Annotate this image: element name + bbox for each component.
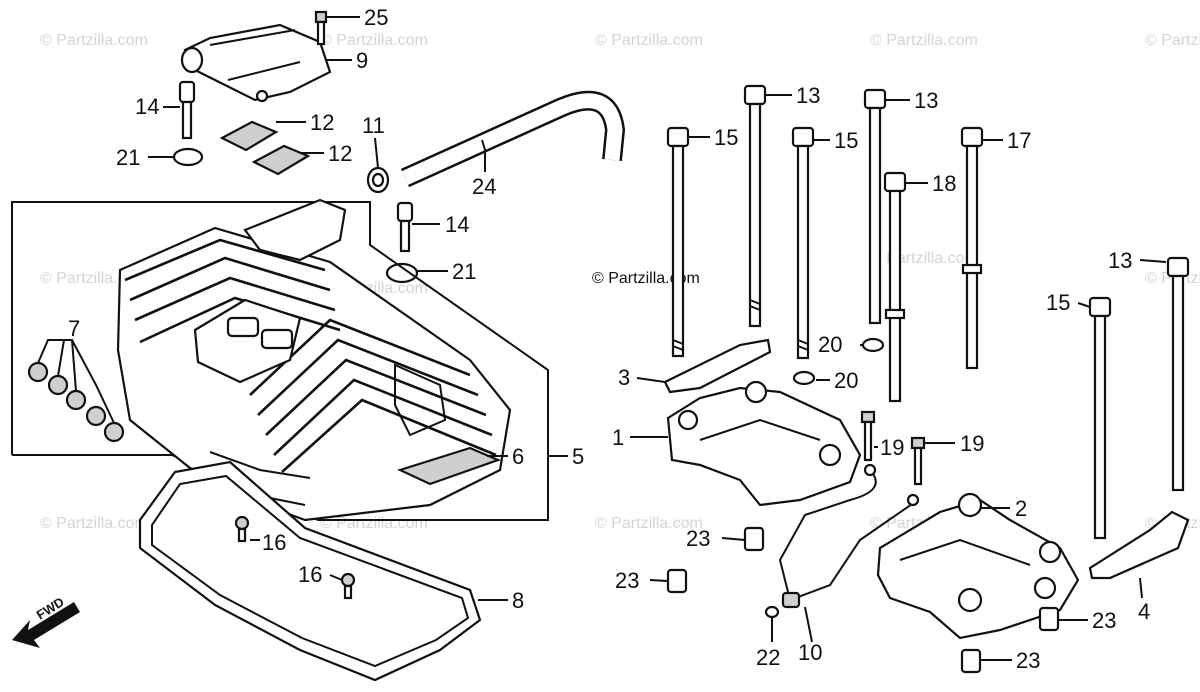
callout-7: 7 [68,316,80,341]
callout-25: 25 [364,5,388,30]
callout-24: 24 [472,174,496,199]
callout-17: 17 [1007,128,1031,153]
bolt-19-right-part [910,436,926,486]
watermark-text: © Partzilla.com [870,32,978,49]
callout-23: 23 [1092,608,1116,633]
grommet-21-lower-part [385,262,419,284]
grommet-21-part [172,147,204,167]
callout-12: 12 [328,141,352,166]
callout-15: 15 [834,128,858,153]
stud-15-left-part [666,126,690,358]
watermark-text: © Partzilla.com [320,32,428,49]
cover-gasket-8-part [138,460,482,682]
callout-19: 19 [880,435,904,460]
callout-23: 23 [686,526,710,551]
callout-22: 22 [756,645,780,670]
gasket-12-lower-part [251,144,311,176]
callout-16: 16 [262,530,286,555]
callout-21: 21 [452,259,476,284]
screw-16-upper-part [234,515,250,543]
watermark-text: © Partzilla.com [40,515,148,532]
stud-15-right-part [1088,296,1112,540]
bolt-19-left-part [860,410,876,462]
callout-6: 6 [512,444,524,469]
callout-10: 10 [798,640,822,665]
leader-lines [148,16,1167,661]
watermark-text: © Partzilla.com [595,32,703,49]
plate-3-part [663,338,772,394]
nuts-7-part [27,339,125,443]
callout-14: 14 [135,94,159,119]
watermark-text: © Partzilla.com [595,515,703,532]
stud-18-part [883,171,907,403]
callout-13: 13 [914,88,938,113]
callout-21: 21 [116,145,140,170]
callout-20: 20 [818,332,842,357]
rocker-holder-1-part [666,380,862,507]
fwd-arrow-icon: FWD [12,594,80,648]
gasket-12-upper-part [219,120,279,152]
callout-13: 13 [1108,248,1132,273]
callout-23: 23 [1016,648,1040,673]
callout-4: 4 [1138,599,1150,624]
rocker-holder-2-part [876,492,1080,640]
oil-pipe-10-part [778,463,920,609]
callout-12: 12 [310,110,334,135]
callout-5: 5 [572,444,584,469]
bolt-14-lower-part [396,201,414,253]
callout-14: 14 [445,212,469,237]
breather-hose-24-part [401,93,623,185]
callout-19: 19 [960,431,984,456]
callout-1: 1 [612,425,624,450]
watermark-text: © Partzilla.com [1145,32,1200,49]
callout-9: 9 [356,48,368,73]
washer-20-lower-part [792,370,816,386]
stud-13-right-part [1166,256,1190,492]
bolt-14-top-part [178,80,196,140]
dowel-23-a-part [743,526,765,552]
callout-8: 8 [512,588,524,613]
breather-cover-part [180,23,332,103]
screw-16-lower-part [340,572,356,600]
bolt-25-part [314,10,328,46]
stud-17-part [960,126,984,370]
dowel-23-c-part [1038,606,1060,632]
washer-20-upper-part [861,337,885,353]
dowel-23-d-part [960,648,982,674]
watermark-text: © Partzilla.com [870,250,978,267]
o-ring-22-part [764,605,780,619]
plate-4-part [1088,510,1190,580]
callout-11: 11 [362,113,385,138]
callout-2: 2 [1015,496,1027,521]
callout-15: 15 [1046,290,1070,315]
callout-18: 18 [932,171,956,196]
watermark-text: © Partzilla.com [40,32,148,49]
stud-13-left-part [743,84,767,328]
gasket-6-part [396,446,502,486]
callout-3: 3 [618,365,630,390]
watermark-text: © Partzilla.com [320,515,428,532]
callout-23: 23 [615,568,639,593]
clip-11-part [366,166,390,194]
stud-15-mid-part [791,126,815,360]
stud-13-mid-part [863,88,887,325]
callout-20: 20 [834,368,858,393]
callout-16: 16 [298,562,322,587]
callout-13: 13 [796,83,820,108]
head-cover-part [116,198,512,522]
callout-labels: 25 9 14 12 11 12 21 24 14 21 7 6 5 16 16… [68,5,1150,673]
dowel-23-b-part [666,568,688,594]
callout-15: 15 [714,125,738,150]
